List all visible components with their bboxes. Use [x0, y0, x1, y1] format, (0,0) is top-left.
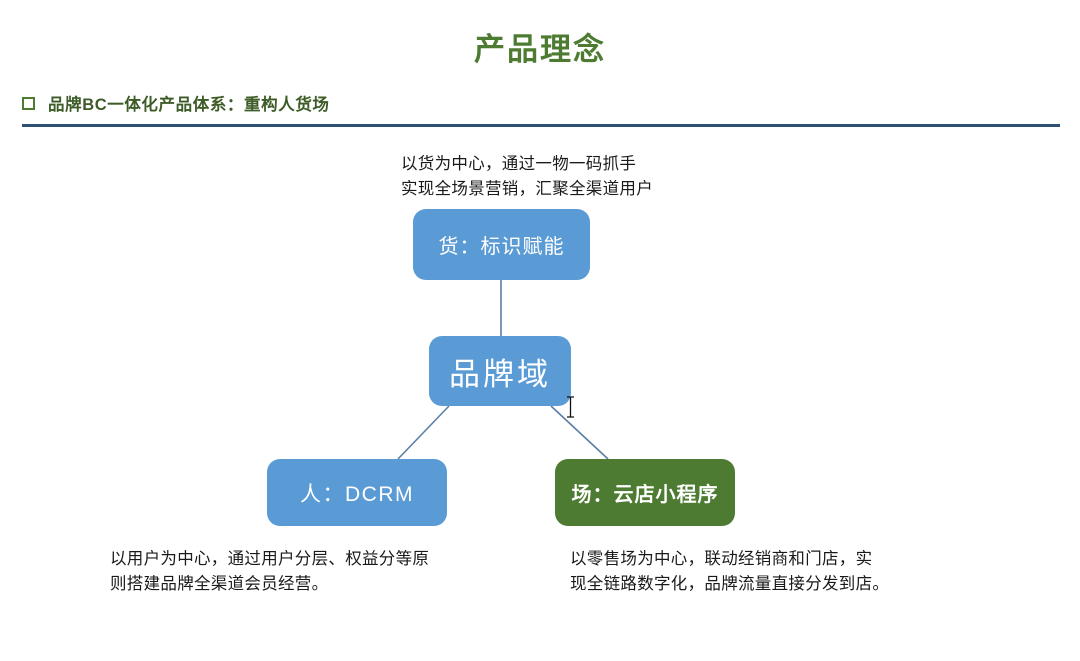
node-place[interactable]: 场：云店小程序: [555, 459, 735, 526]
square-outline-icon: [22, 96, 35, 110]
text-ibeam-cursor: [567, 396, 574, 418]
subtitle-row: 品牌BC一体化产品体系：重构人货场: [22, 91, 330, 115]
node-goods[interactable]: 货：标识赋能: [413, 209, 590, 280]
caption-goods: 以货为中心，通过一物一码抓手 实现全场景营销，汇聚全渠道用户: [401, 155, 653, 198]
connector-center-to-place: [550, 405, 609, 460]
node-goods-label: 货：标识赋能: [438, 236, 565, 258]
header-divider: [22, 124, 1060, 127]
page-title: 产品理念: [474, 32, 606, 67]
node-brand-domain-label: 品牌域: [449, 356, 551, 392]
node-brand-domain[interactable]: 品牌域: [429, 336, 571, 406]
node-place-label: 场：云店小程序: [571, 484, 719, 506]
subtitle-text: 品牌BC一体化产品体系：重构人货场: [48, 96, 330, 114]
caption-people: 以用户为中心，通过用户分层、权益分等原 则搭建品牌全渠道会员经营。: [110, 550, 430, 593]
node-people-label: 人：DCRM: [300, 482, 414, 506]
caption-place: 以零售场为中心，联动经销商和门店，实 现全链路数字化，品牌流量直接分发到店。: [570, 550, 890, 593]
node-people[interactable]: 人：DCRM: [267, 459, 447, 526]
connector-center-to-people: [397, 405, 450, 460]
